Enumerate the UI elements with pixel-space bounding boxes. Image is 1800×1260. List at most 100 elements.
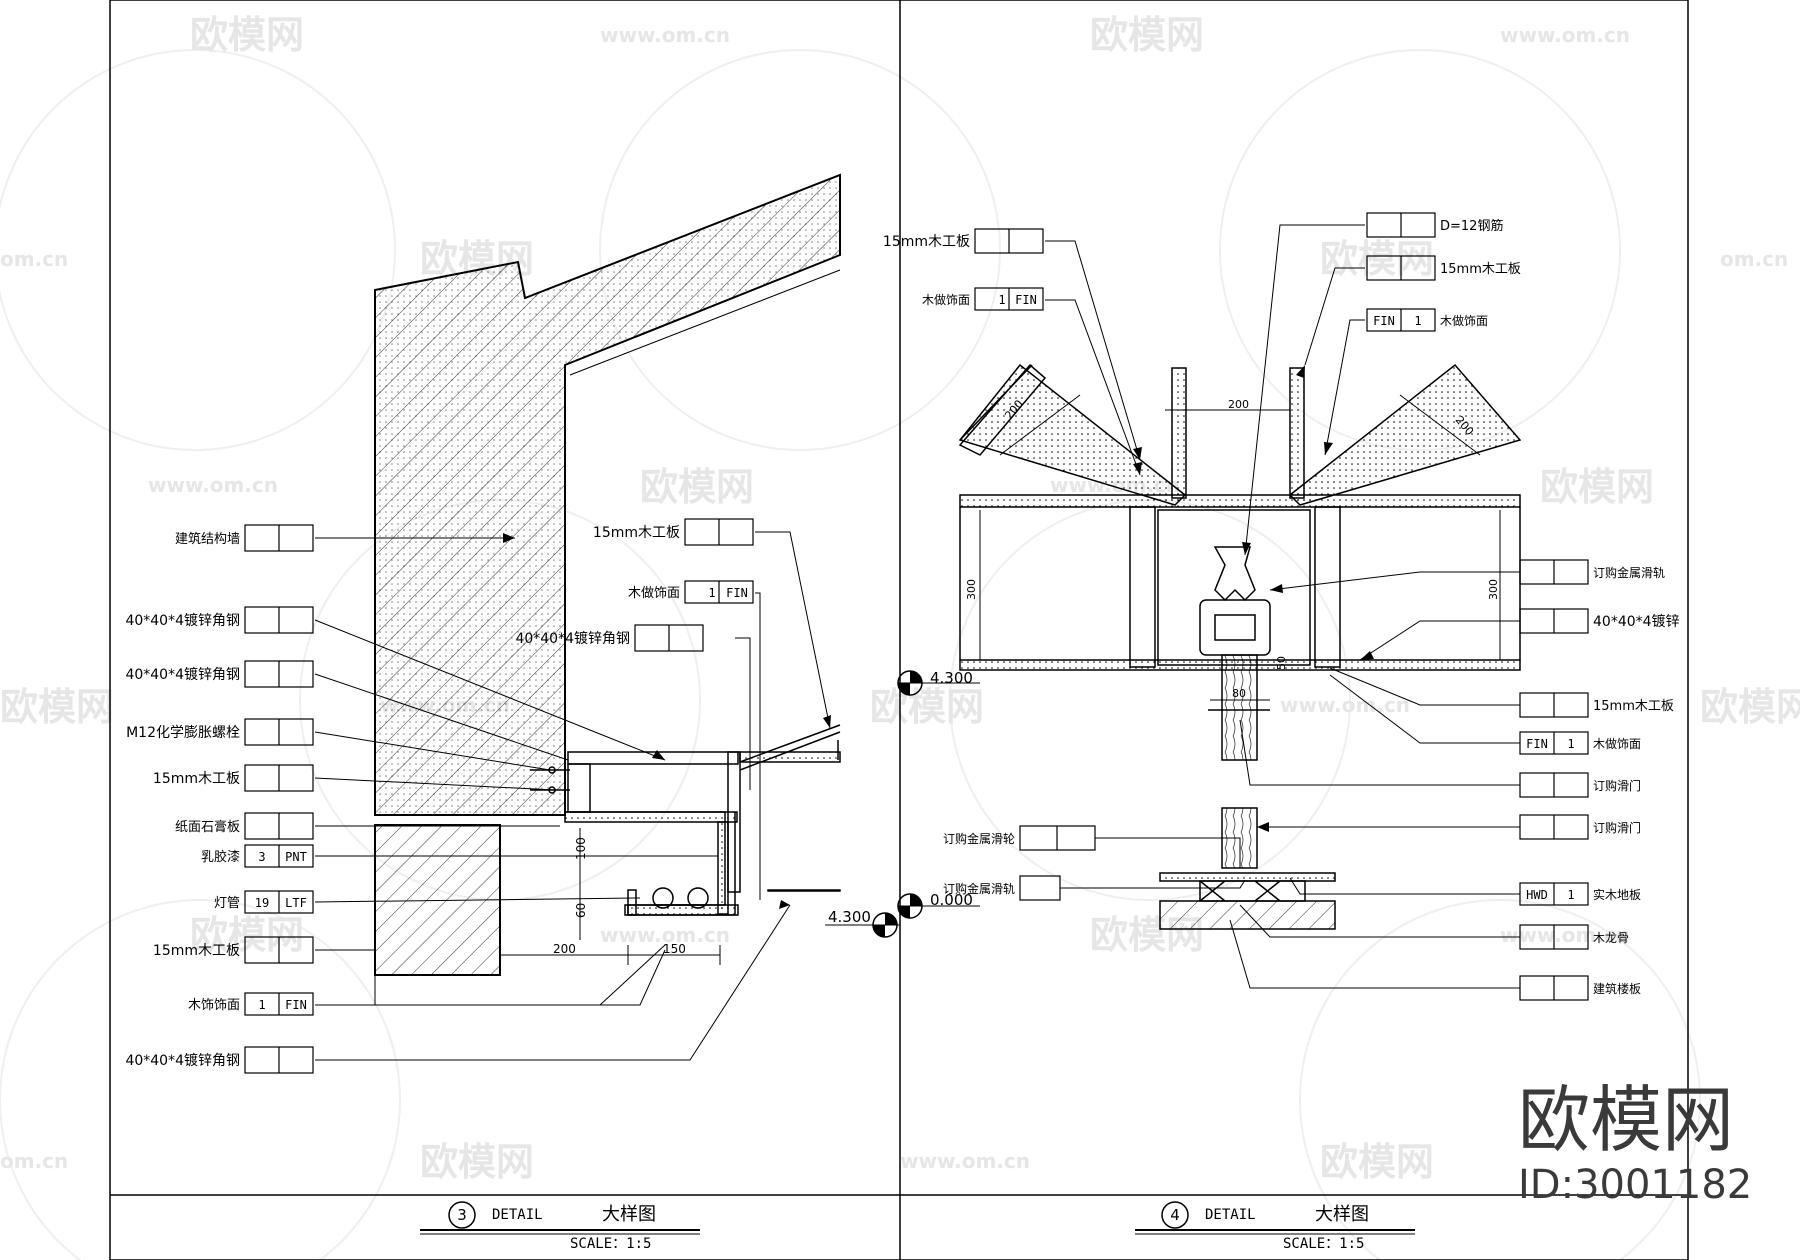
code-veneer-left: 1 bbox=[998, 293, 1005, 307]
watermark-url: www.om.cn bbox=[148, 473, 278, 497]
detail-3-number: 3 bbox=[457, 1206, 467, 1224]
watermark-brand: 欧模网 bbox=[0, 685, 114, 729]
dimension-lines bbox=[499, 828, 721, 965]
detail-4-word: DETAIL bbox=[1205, 1207, 1256, 1223]
elevation-bottom: 0.000 bbox=[930, 891, 973, 909]
label-wood-veneer: 木饰饰面 bbox=[188, 998, 240, 1013]
leader-lines bbox=[314, 531, 831, 1061]
tag-veneer-bottom: FIN bbox=[1526, 737, 1548, 751]
detail-3-title-text: 大样图 bbox=[602, 1204, 656, 1225]
label-plywood-left: 15mm木工板 bbox=[883, 234, 970, 250]
tag-veneer: FIN bbox=[285, 998, 307, 1012]
elevation-markers bbox=[897, 670, 980, 919]
label-floor-slab: 建筑楼板 bbox=[1593, 981, 1641, 996]
tag-paint: PNT bbox=[285, 850, 307, 864]
label-angle-steel-3: 40*40*4镀锌角钢 bbox=[125, 1052, 240, 1069]
leader-arrows bbox=[503, 533, 831, 909]
dim-200: 200 bbox=[553, 942, 576, 956]
label-metal-pulley: 订购金属滑轮 bbox=[943, 831, 1015, 846]
watermark-brand: 欧模网 bbox=[1700, 685, 1800, 729]
label-wood-floor: 实木地板 bbox=[1593, 887, 1641, 902]
dim-50: 50 bbox=[1275, 656, 1288, 670]
code-veneer-top: 1 bbox=[708, 586, 715, 600]
code-veneer-right: 1 bbox=[1414, 314, 1421, 328]
label-gypsum-board: 纸面石膏板 bbox=[175, 819, 240, 835]
detail-3-scale: SCALE：1:5 bbox=[570, 1236, 651, 1252]
label-sliding-door-1: 订购滑门 bbox=[1593, 778, 1641, 793]
watermark-url: www.om.cn bbox=[600, 923, 730, 947]
right-leader-lines bbox=[1045, 224, 1520, 989]
watermark-brand: 欧模网 bbox=[1540, 465, 1654, 509]
dim-300-left: 300 bbox=[965, 579, 978, 600]
detail-4-scale: SCALE：1:5 bbox=[1283, 1236, 1364, 1252]
label-metal-track-bottom: 订购金属滑轨 bbox=[943, 881, 1015, 896]
code-floor: 1 bbox=[1567, 888, 1574, 902]
label-structural-wall: 建筑结构墙 bbox=[175, 531, 240, 547]
code-veneer: 1 bbox=[258, 998, 265, 1012]
elevation-label: 4.300 bbox=[828, 908, 871, 926]
code-veneer-bottom: 1 bbox=[1567, 737, 1574, 751]
watermark-url: om.cn bbox=[0, 1149, 68, 1173]
detail-3-title bbox=[420, 1201, 700, 1235]
tag-veneer-right: FIN bbox=[1373, 314, 1395, 328]
detail-4-title-text: 大样图 bbox=[1315, 1204, 1369, 1225]
label-lamp: 灯管 bbox=[214, 896, 240, 911]
sheet-frame bbox=[109, 0, 1689, 1260]
label-plywood-1: 15mm木工板 bbox=[153, 771, 240, 787]
code-paint: 3 bbox=[258, 850, 265, 864]
watermark-url: www.om.cn bbox=[900, 1149, 1030, 1173]
watermark-brand: 欧模网 bbox=[1320, 237, 1434, 281]
watermark-brand: 欧模网 bbox=[870, 685, 984, 729]
detail-4-number: 4 bbox=[1170, 1206, 1180, 1224]
watermark-brand: 欧模网 bbox=[640, 465, 754, 509]
detail-3-labels: 建筑结构墙 40*40*4镀锌角钢 40*40*4镀锌角钢 M12化学膨胀螺栓 … bbox=[125, 518, 754, 1074]
tag-veneer-top: FIN bbox=[726, 586, 748, 600]
detail-4-drawing bbox=[958, 363, 1522, 930]
detail-4-labels: 15mm木工板 木做饰面 1 FIN D=12钢筋 15mm木工板 FIN 1 … bbox=[883, 212, 1680, 1001]
watermark-brand: 欧模网 bbox=[190, 913, 304, 957]
dim-200: 200 bbox=[1228, 398, 1249, 411]
dim-60: 60 bbox=[574, 903, 588, 918]
label-veneer-left: 木做饰面 bbox=[922, 292, 970, 307]
label-veneer-top: 木做饰面 bbox=[628, 586, 680, 601]
dim-300-right: 300 bbox=[1487, 579, 1500, 600]
label-wood-keel: 木龙骨 bbox=[1593, 931, 1629, 945]
label-expansion-bolt: M12化学膨胀螺栓 bbox=[126, 724, 240, 741]
watermark-url: www.om.cn bbox=[600, 23, 730, 47]
detail-3-word: DETAIL bbox=[492, 1207, 543, 1223]
watermark-logo: 欧模网 bbox=[1518, 1078, 1734, 1162]
watermark-url: www.om.cn bbox=[1500, 23, 1630, 47]
label-plywood-right: 15mm木工板 bbox=[1440, 262, 1521, 277]
dim-80: 80 bbox=[1232, 687, 1246, 700]
label-plywood-bottom: 15mm木工板 bbox=[1593, 699, 1674, 714]
elevation-top: 4.300 bbox=[930, 669, 973, 687]
label-angle-steel-1: 40*40*4镀锌角钢 bbox=[125, 612, 240, 629]
dim-150: 150 bbox=[663, 942, 686, 956]
label-angle-steel-2: 40*40*4镀锌角钢 bbox=[125, 666, 240, 683]
label-plywood-2: 15mm木工板 bbox=[153, 943, 240, 959]
label-plywood-top: 15mm木工板 bbox=[593, 525, 680, 541]
label-veneer-right: 木做饰面 bbox=[1440, 313, 1488, 328]
tag-floor: HWD bbox=[1526, 888, 1548, 902]
tag-veneer-left: FIN bbox=[1015, 293, 1037, 307]
elevation-marker bbox=[825, 912, 900, 938]
label-rebar: D=12钢筋 bbox=[1440, 218, 1503, 234]
tag-lamp: LTF bbox=[285, 896, 307, 910]
label-angle-steel-top: 40*40*4镀锌角钢 bbox=[515, 630, 630, 647]
label-sliding-door-2: 订购滑门 bbox=[1593, 820, 1641, 835]
watermark-url: www.om.cn bbox=[1500, 923, 1630, 947]
watermark-url: om.cn bbox=[0, 247, 68, 271]
label-metal-track: 订购金属滑轨 bbox=[1593, 565, 1665, 580]
watermark-brand: 欧模网 bbox=[420, 1140, 534, 1184]
watermark-id: ID:3001182 bbox=[1518, 1162, 1752, 1208]
dim-100: 100 bbox=[574, 837, 588, 860]
label-latex-paint: 乳胶漆 bbox=[201, 849, 240, 865]
ceiling-section bbox=[530, 724, 841, 916]
detail-4-title bbox=[1135, 1201, 1415, 1235]
watermark-brand: 欧模网 bbox=[1320, 1140, 1434, 1184]
label-angle-steel: 40*40*4镀锌 bbox=[1593, 613, 1680, 630]
watermark-brand: 欧模网 bbox=[190, 13, 304, 57]
detail-3-drawing: 100 60 200 150 4.300 bbox=[314, 173, 900, 1061]
code-lamp: 19 bbox=[255, 896, 269, 910]
